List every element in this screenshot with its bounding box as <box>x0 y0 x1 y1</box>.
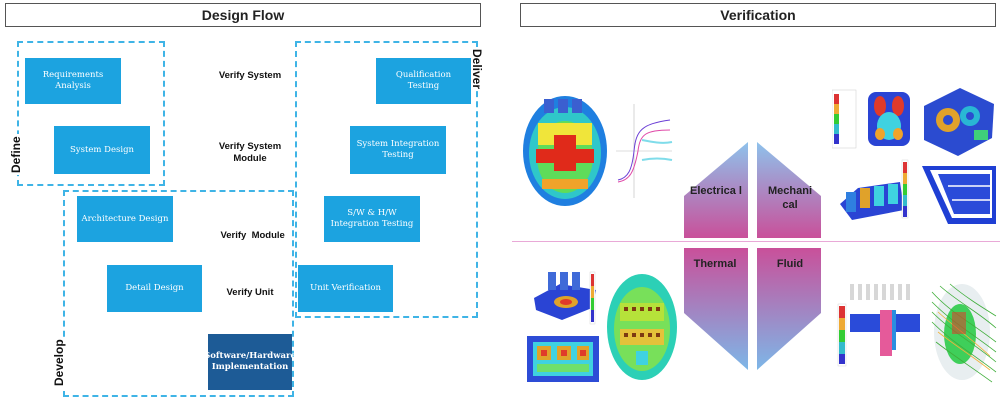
domain-divider <box>512 241 1000 242</box>
fluid-quadrant[interactable] <box>757 248 821 370</box>
verify-system-label: Verify System <box>218 70 282 81</box>
verification-header: Verification <box>520 3 996 27</box>
thermal-module-plot <box>534 271 596 325</box>
electrical-label: Electrica l <box>690 185 742 197</box>
thermal-board-plot <box>527 336 599 382</box>
develop-label: Develop <box>52 337 66 388</box>
design-flow-header: Design Flow <box>5 3 481 27</box>
electrical-quadrant[interactable] <box>684 142 748 238</box>
develop-region <box>63 190 294 397</box>
define-region <box>17 41 165 186</box>
fluid-label: Fluid <box>776 258 804 270</box>
requirements-analysis-block[interactable]: Requirements Analysis <box>25 58 121 104</box>
deliver-label: Deliver <box>470 47 484 92</box>
qualification-testing-block[interactable]: Qualification Testing <box>376 58 471 104</box>
unit-verification-block[interactable]: Unit Verification <box>298 265 393 312</box>
mechanical-quadrant[interactable] <box>757 142 821 238</box>
thermal-quadrant[interactable] <box>684 248 748 370</box>
system-integration-block[interactable]: System Integration Testing <box>350 126 446 174</box>
detail-design-block[interactable]: Detail Design <box>107 265 202 312</box>
architecture-design-block[interactable]: Architecture Design <box>77 196 173 242</box>
mechanical-stress-plot <box>832 89 910 149</box>
thermal-pcb-plot <box>607 274 677 380</box>
thermal-label: Thermal <box>693 258 737 270</box>
mechanical-housing-plot <box>922 166 996 224</box>
deliver-region <box>295 41 478 318</box>
mechanical-assembly-plot <box>924 88 994 156</box>
mechanical-label: Mechani cal <box>767 185 812 211</box>
verify-system-module-label: Verify System Module <box>218 141 282 164</box>
domain-quadrants <box>684 142 821 370</box>
electrical-curve-plot <box>612 100 674 202</box>
design-flow-title: Design Flow <box>201 7 285 23</box>
mechanical-bracket-plot <box>840 159 909 220</box>
electrical-field-plot <box>523 96 607 206</box>
fluid-channel-plot <box>836 280 922 374</box>
sw-hw-integration-block[interactable]: S/W & H/W Integration Testing <box>324 196 420 242</box>
define-label: Define <box>9 134 23 175</box>
implementation-block[interactable]: Software/Hardware Implementation <box>204 334 296 390</box>
verify-module-label: Verify Module <box>220 229 285 241</box>
verification-title: Verification <box>720 7 796 23</box>
verify-unit-label: Verify Unit <box>226 287 274 298</box>
system-design-block[interactable]: System Design <box>54 126 150 174</box>
fluid-streamline-plot <box>931 283 997 383</box>
